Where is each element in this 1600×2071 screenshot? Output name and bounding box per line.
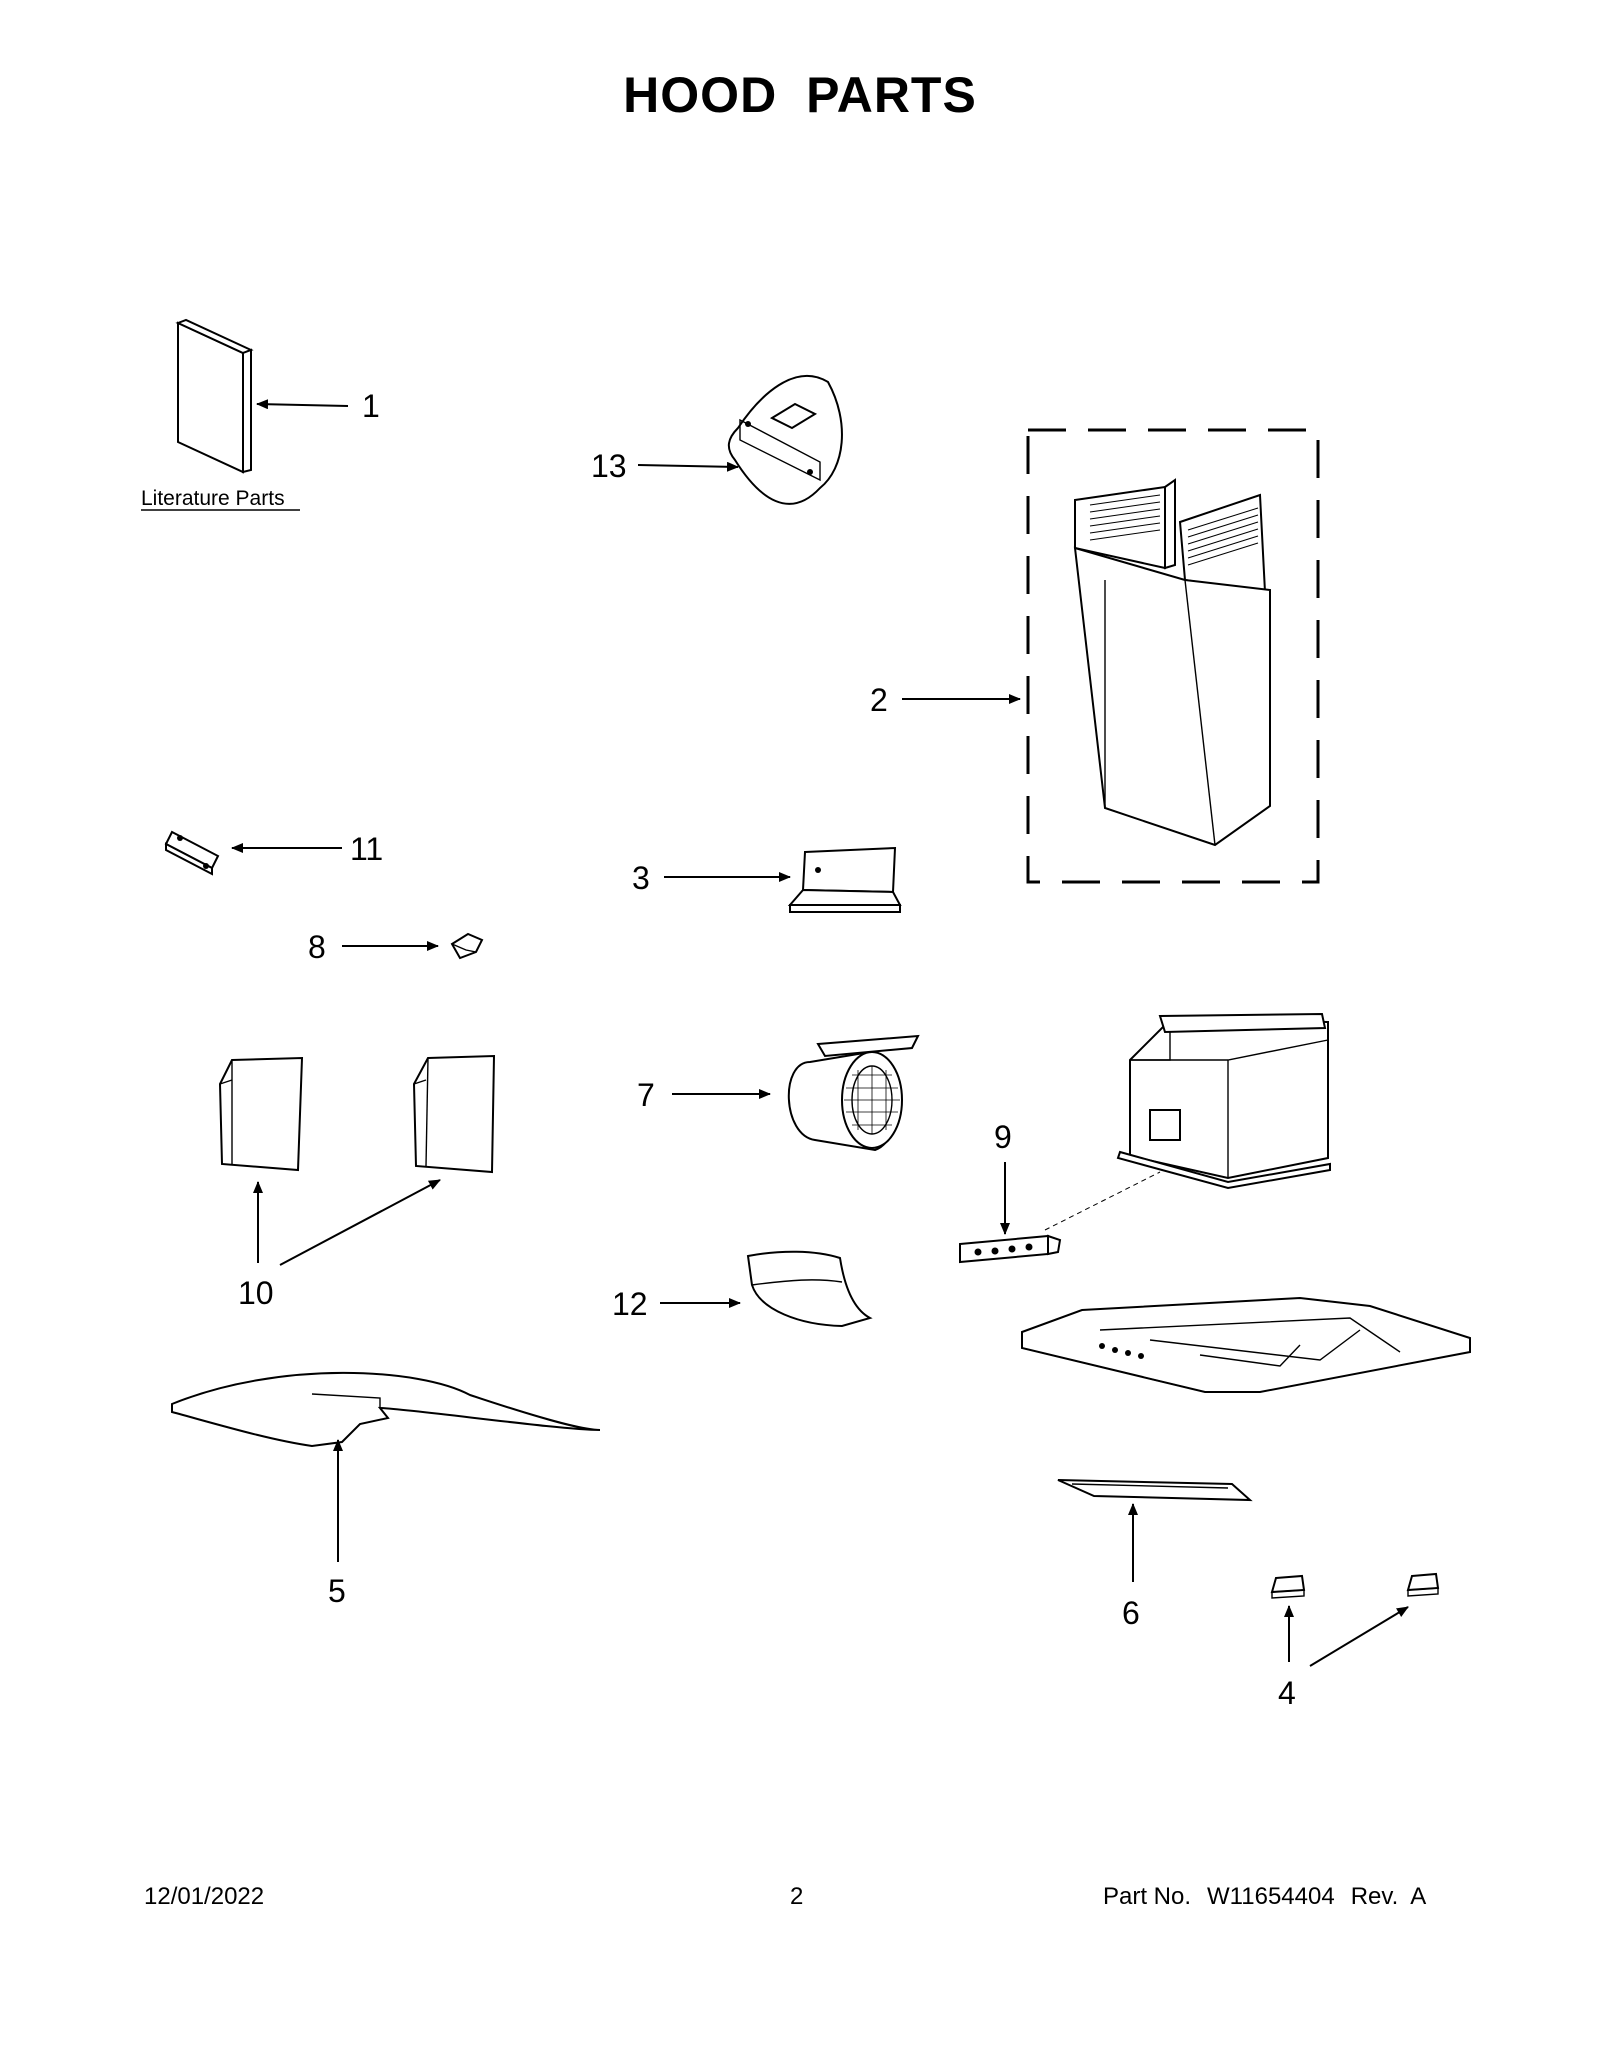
part-4-light-cover-left bbox=[1270, 1574, 1306, 1599]
literature-parts-label: Literature Parts bbox=[141, 487, 285, 510]
callout-12: 12 bbox=[612, 1286, 648, 1322]
callout-4: 4 bbox=[1278, 1675, 1296, 1711]
callout-5: 5 bbox=[328, 1573, 346, 1609]
part-2-chimney-duct-cover bbox=[1073, 478, 1271, 847]
footer-part-info: Part No. W11654404 Rev. A bbox=[1103, 1883, 1442, 1911]
callout-10: 10 bbox=[238, 1275, 274, 1311]
part-8-small-switch bbox=[450, 932, 484, 960]
callout-1: 1 bbox=[362, 388, 380, 424]
part-9-control-panel bbox=[959, 1234, 1062, 1264]
callout-6: 6 bbox=[1122, 1595, 1140, 1631]
blower-housing bbox=[1116, 1012, 1331, 1190]
title-word-hood: HOOD bbox=[623, 67, 778, 123]
footer-part-number: W11654404 bbox=[1207, 1883, 1335, 1910]
callout-9: 9 bbox=[994, 1119, 1012, 1155]
page-title: HOOD PARTS bbox=[0, 66, 1600, 124]
part-10-grease-filter-right bbox=[412, 1054, 496, 1174]
footer-date: 12/01/2022 bbox=[144, 1883, 265, 1910]
callout-2: 2 bbox=[870, 682, 888, 718]
part-1-literature-book bbox=[175, 318, 254, 474]
part-13-mounting-bracket-bag bbox=[727, 375, 843, 505]
part-5-glass-canopy bbox=[171, 1371, 601, 1448]
part-4-light-cover-right bbox=[1406, 1572, 1440, 1597]
callout-13: 13 bbox=[591, 448, 627, 484]
callout-8: 8 bbox=[308, 929, 326, 965]
arrow-1 bbox=[256, 399, 349, 410]
part-12-curved-trim bbox=[746, 1250, 873, 1328]
footer-revision: Rev. A bbox=[1350, 1883, 1427, 1910]
arrow-13 bbox=[637, 461, 739, 472]
title-word-parts: PARTS bbox=[806, 67, 977, 123]
part-3-duct-transition bbox=[787, 846, 902, 913]
part-2-dashed-boundary bbox=[1026, 428, 1320, 884]
part-9-leader-dashed bbox=[1044, 1171, 1161, 1231]
part-7-blower-motor bbox=[787, 1034, 920, 1152]
arrow-4b bbox=[1309, 1606, 1409, 1667]
part-11-small-module bbox=[164, 830, 220, 876]
footer-page-number: 2 bbox=[790, 1883, 804, 1910]
callout-11: 11 bbox=[350, 831, 383, 867]
part-6-filter-frame bbox=[1057, 1479, 1253, 1502]
hood-canopy-body bbox=[1021, 1296, 1471, 1393]
arrow-10b bbox=[279, 1179, 441, 1266]
callout-7: 7 bbox=[637, 1077, 655, 1113]
part-10-grease-filter-left bbox=[218, 1056, 304, 1172]
callout-3: 3 bbox=[632, 860, 650, 896]
footer-part-label: Part No. bbox=[1103, 1883, 1192, 1910]
